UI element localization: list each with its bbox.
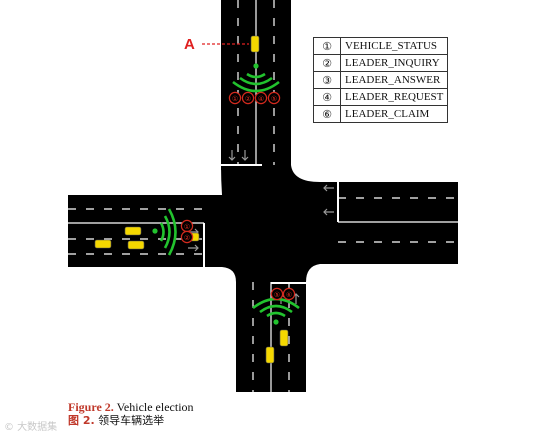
badge-glyph: ② xyxy=(184,234,190,242)
figure-caption: Figure 2. Vehicle election 图 2. 领导车辆选举 xyxy=(68,400,194,428)
legend-message: LEADER_ANSWER xyxy=(339,71,449,89)
vehicle-a-marker: A xyxy=(184,36,249,53)
caption-zh-number: 图 2. xyxy=(68,414,95,427)
road-west xyxy=(68,195,222,267)
arrow-icon xyxy=(241,150,249,161)
lane-arrows xyxy=(188,150,334,304)
arrow-icon xyxy=(188,244,199,252)
road-junction xyxy=(221,165,320,282)
legend-message: VEHICLE_STATUS xyxy=(339,37,449,55)
signal-north xyxy=(232,63,280,93)
caption-chinese: 图 2. 领导车辆选举 xyxy=(68,414,194,428)
badge-glyph: ④ xyxy=(258,95,264,103)
message-badge xyxy=(254,91,268,105)
legend-symbol: ③ xyxy=(313,71,341,89)
legend-symbol: ④ xyxy=(313,88,341,106)
caption-zh-text: 领导车辆选举 xyxy=(98,414,165,427)
message-badge xyxy=(270,287,284,301)
message-badge xyxy=(241,91,255,105)
badge-glyph: ⑤ xyxy=(274,291,280,299)
badge-glyph: ⑤ xyxy=(271,95,277,103)
badge-glyph: ① xyxy=(184,223,190,231)
watermark: © 大数据集 xyxy=(4,422,58,433)
marker-label: A xyxy=(184,36,195,53)
legend-message: LEADER_CLAIM xyxy=(339,105,449,123)
road-surface xyxy=(68,0,458,392)
message-badge xyxy=(282,287,296,301)
broadcast-signals xyxy=(152,63,300,325)
arrow-icon xyxy=(323,184,334,192)
vehicle xyxy=(127,240,145,250)
badge-glyph: ⑥ xyxy=(286,291,292,299)
signal-west xyxy=(152,208,177,256)
vehicle-a xyxy=(250,35,260,53)
vehicle xyxy=(265,346,275,364)
road-east xyxy=(320,182,458,264)
arrow-icon xyxy=(228,150,236,161)
legend-symbol: ① xyxy=(313,37,341,55)
arrow-icon xyxy=(323,208,334,216)
legend-message: LEADER_INQUIRY xyxy=(339,54,449,72)
badge-glyph: ② xyxy=(245,95,251,103)
caption-number: Figure 2. xyxy=(68,400,114,414)
caption-english: Figure 2. Vehicle election xyxy=(68,400,194,414)
message-badge xyxy=(180,230,194,244)
legend-message: LEADER_REQUEST xyxy=(339,88,449,106)
vehicle xyxy=(124,226,142,236)
message-badge xyxy=(228,91,242,105)
legend-symbol: ② xyxy=(313,54,341,72)
vehicle xyxy=(94,239,112,249)
badge-glyph: ① xyxy=(232,95,238,103)
caption-text: Vehicle election xyxy=(116,400,194,414)
vehicle xyxy=(279,329,289,347)
legend-symbol: ⑥ xyxy=(313,105,341,123)
message-badge xyxy=(267,91,281,105)
